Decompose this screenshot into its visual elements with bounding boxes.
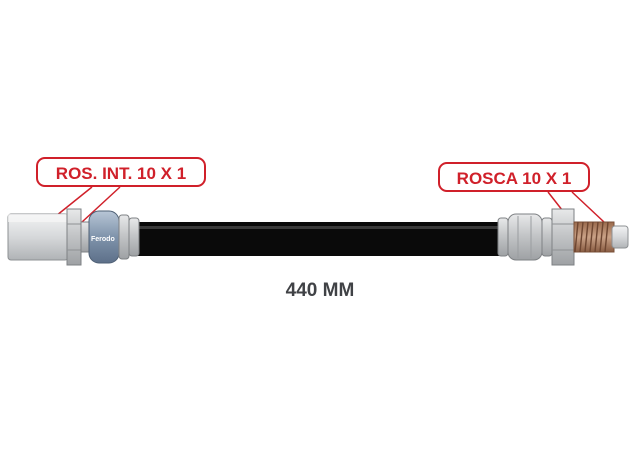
right-tip xyxy=(611,225,629,249)
right-callout-leader-2 xyxy=(571,191,605,223)
left-fitting-callout: ROS. INT. 10 X 1 xyxy=(36,157,206,187)
hose-length-label: 440 MM xyxy=(285,280,355,301)
left-callout-leader-2 xyxy=(81,186,121,223)
right-crimp-sleeve xyxy=(507,213,543,261)
right-hex-nut xyxy=(551,208,575,266)
right-fitting-callout: ROSCA 10 X 1 xyxy=(438,162,590,192)
brand-mark: Ferodo xyxy=(91,236,115,243)
left-hex-collar xyxy=(66,208,82,266)
